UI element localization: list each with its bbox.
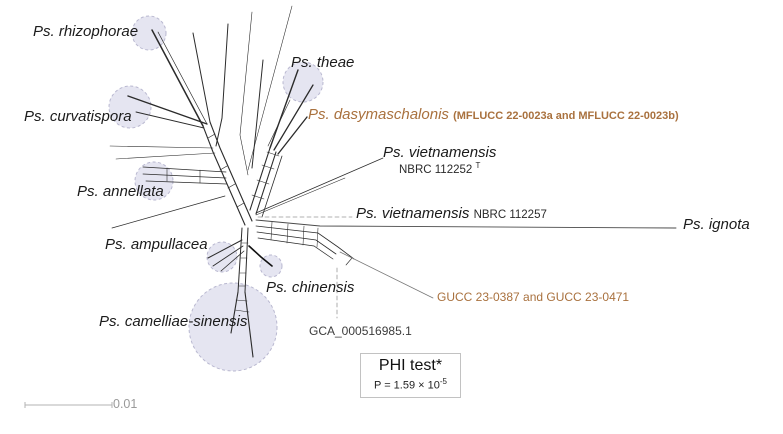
type-strain-marker: T [475,160,481,170]
phi-test-p-value: P = 1.59 × 10-5 [374,377,447,392]
taxon-label-vietnamensis-2: Ps. vietnamensis NBRC 112257 [356,206,547,222]
strain-label-dasymaschalonis: (MFLUCC 22-0023a and MFLUCC 22-0023b) [453,110,679,122]
taxon-label-rhizophorae: Ps. rhizophorae [33,23,139,40]
taxon-label-annellata: Ps. annellata [77,183,164,200]
taxon-label-camelliae-sinensis: Ps. camelliae-sinensis [99,313,248,330]
taxon-label-chinensis: Ps. chinensis [266,279,355,296]
taxon-label-dasymaschalonis: Ps. dasymaschalonis (MFLUCC 22-0023a and… [308,107,679,123]
accession-label-gca: GCA_000516985.1 [309,324,412,338]
phi-test-title: PHI test* [378,357,443,374]
taxon-label-curvatispora: Ps. curvatispora [24,108,132,125]
taxon-label-vietnamensis-type: Ps. vietnamensis NBRC 112252 T [383,145,496,176]
scale-bar-value: 0.01 [113,397,138,411]
scale-bar [24,402,113,408]
strain-label-vietnamensis-2: NBRC 112257 [473,209,547,221]
highlight-circle-curvatispora [108,85,152,129]
phi-test-p-exponent: -5 [439,377,447,386]
taxon-name-vietnamensis-type: Ps. vietnamensis [383,144,497,161]
highlight-circle-theae [282,61,324,103]
highlight-circle-camelliae-sinensis [188,282,278,372]
highlight-circle-ampullacea [206,241,238,273]
taxon-name-dasymaschalonis: Ps. dasymaschalonis [308,106,449,123]
strain-label-vietnamensis-type: NBRC 112252 T [398,160,481,176]
taxon-name-vietnamensis-2: Ps. vietnamensis [356,205,470,222]
taxon-label-ignota: Ps. ignota [683,216,750,233]
phi-test-box: PHI test* P = 1.59 × 10-5 [360,353,461,398]
taxon-label-ampullacea: Ps. ampullacea [105,236,208,253]
taxon-label-theae: Ps. theae [291,54,355,71]
strain-label-gucc: GUCC 23-0387 and GUCC 23-0471 [437,290,630,304]
network-edges [109,5,677,358]
